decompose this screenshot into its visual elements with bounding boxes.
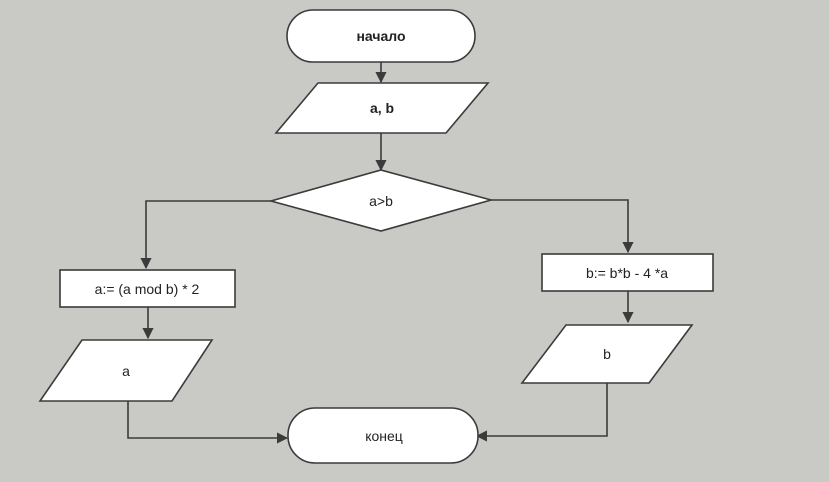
left-output-block: a: [38, 339, 214, 402]
end-label: конец: [365, 428, 403, 444]
right-process-label: b:= b*b - 4 *a: [586, 265, 668, 281]
left-process-label: a:= (a mod b) * 2: [95, 281, 200, 297]
left-output-label: a: [122, 363, 130, 379]
end-terminator: конец: [287, 407, 479, 464]
connectors: [127, 62, 634, 444]
arrow-condition-to-right-process: [491, 199, 634, 254]
start-label: начало: [356, 28, 405, 44]
input-block: a, b: [274, 82, 490, 134]
start-terminator: начало: [286, 9, 476, 63]
right-output-block: b: [520, 324, 694, 384]
condition-diamond: a>b: [268, 169, 494, 232]
right-output-label: b: [603, 346, 611, 362]
arrow-left-output-to-end: [127, 401, 289, 444]
condition-label: a>b: [369, 193, 393, 209]
left-process-block: a:= (a mod b) * 2: [59, 269, 236, 308]
input-label: a, b: [370, 100, 394, 116]
right-process-block: b:= b*b - 4 *a: [541, 253, 714, 292]
arrow-right-output-to-end: [475, 383, 608, 442]
arrow-condition-to-left-process: [140, 200, 271, 270]
